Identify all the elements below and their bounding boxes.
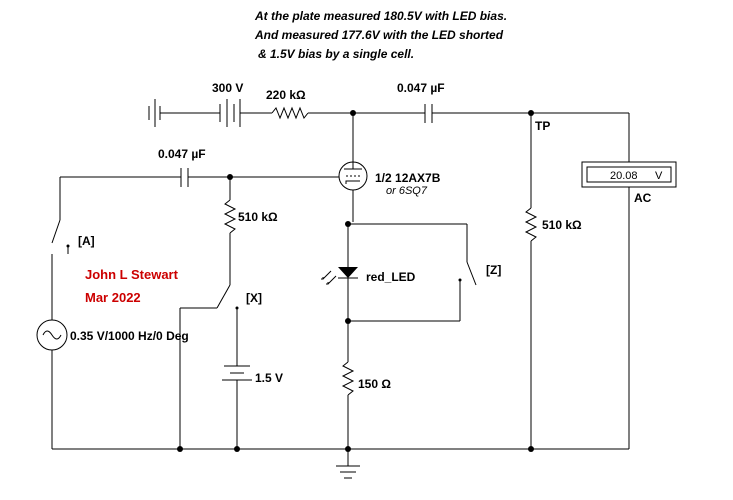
hv-battery-label: 300 V xyxy=(212,81,243,95)
switch-a[interactable] xyxy=(51,219,70,254)
led-label: red_LED xyxy=(366,270,416,284)
ac-voltmeter xyxy=(581,161,677,188)
note-line-2: And measured 177.6V with the LED shorted xyxy=(254,28,504,42)
switch-x[interactable] xyxy=(216,284,239,312)
grid-resistor-label: 510 kΩ xyxy=(238,210,278,224)
note-line-1: At the plate measured 180.5V with LED bi… xyxy=(254,9,507,23)
output-capacitor-label: 0.047 µF xyxy=(397,81,445,95)
tube-label: 1/2 12AX7B xyxy=(375,171,441,185)
grid-resistor xyxy=(223,199,237,234)
ground-junction-2 xyxy=(234,446,240,452)
author-date: Mar 2022 xyxy=(85,290,141,305)
hv-battery xyxy=(148,99,272,127)
output-coupling-capacitor xyxy=(424,104,433,123)
switch-x-label: [X] xyxy=(246,291,262,305)
switch-a-label: [A] xyxy=(78,234,95,248)
input-coupling-capacitor xyxy=(180,168,189,187)
meter-value: 20.08 xyxy=(610,170,638,182)
plate-resistor xyxy=(271,106,309,120)
bias-cell xyxy=(222,365,252,449)
switch-z[interactable] xyxy=(458,224,477,321)
note-line-3: & 1.5V bias by a single cell. xyxy=(258,47,414,61)
author-name: John L Stewart xyxy=(85,267,179,282)
cathode-resistor xyxy=(341,361,355,396)
bias-cell-label: 1.5 V xyxy=(255,371,283,385)
meter-unit: V xyxy=(655,170,663,182)
triode-tube xyxy=(338,161,368,222)
cathode-resistor-label: 150 Ω xyxy=(358,377,391,391)
switch-z-label: [Z] xyxy=(486,263,501,277)
tp-label: TP xyxy=(535,119,550,133)
ground-junction-1 xyxy=(177,446,183,452)
input-capacitor-label: 0.047 µF xyxy=(158,147,206,161)
tube-alt-label: or 6SQ7 xyxy=(386,185,428,197)
plate-resistor-label: 220 kΩ xyxy=(266,88,306,102)
ground-junction-4 xyxy=(528,446,534,452)
ac-source-label: 0.35 V/1000 Hz/0 Deg xyxy=(70,329,189,343)
meter-mode: AC xyxy=(634,191,652,205)
ground-icon xyxy=(336,449,360,479)
load-resistor-label: 510 kΩ xyxy=(542,218,582,232)
red-led xyxy=(321,267,358,321)
load-resistor xyxy=(524,207,538,242)
ac-source xyxy=(36,319,68,449)
